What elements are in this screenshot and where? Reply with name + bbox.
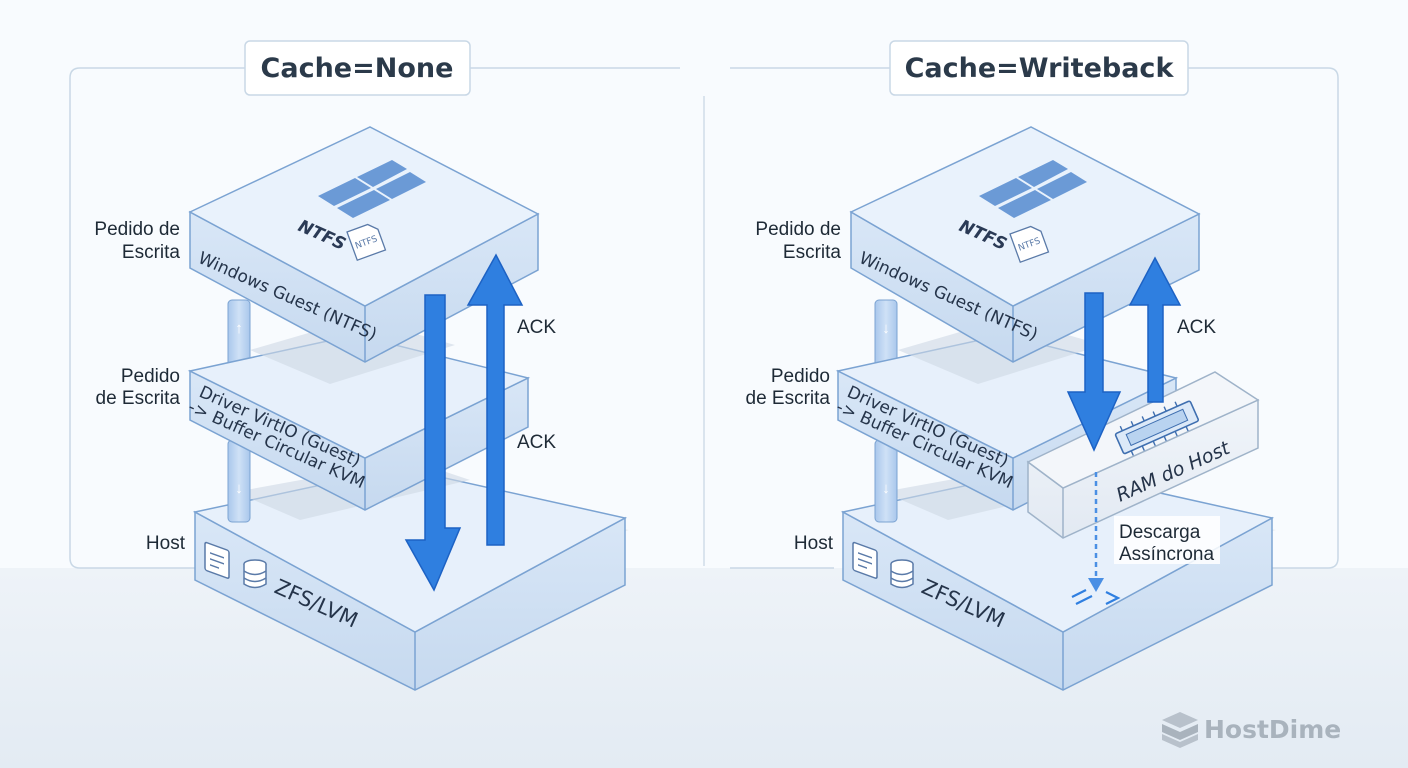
async-label-bg xyxy=(1114,516,1220,564)
ack-up-arrow xyxy=(466,253,524,546)
pillar-lower-arrow: ↓ xyxy=(235,480,243,497)
ram-chip-icon xyxy=(1114,400,1200,456)
panel-title: Cache=Writeback xyxy=(905,53,1175,84)
host-label: Host xyxy=(146,533,186,554)
async-flush-arrow xyxy=(1071,472,1121,605)
panel-title-box xyxy=(244,40,471,96)
panel-frame xyxy=(69,67,680,569)
ntfs-file-icon: NTFS xyxy=(1009,225,1050,264)
write-down-arrow xyxy=(404,294,462,592)
hostdime-logo: HostDime xyxy=(1162,712,1341,748)
panel-frame xyxy=(730,67,1339,569)
ack-label: ACK xyxy=(1177,317,1216,338)
write-down-arrow xyxy=(1066,292,1122,452)
windows-logo-icon xyxy=(979,160,1087,218)
file-icon xyxy=(852,541,878,579)
ntfs-file-icon: NTFS xyxy=(346,223,387,262)
host-label: Host xyxy=(794,533,834,554)
pillar-upper-arrow: ↑ xyxy=(235,320,243,337)
guest-slab: NTFS NTFS Windows Guest (NTFS) xyxy=(849,126,1201,363)
database-icon xyxy=(890,559,914,589)
ack-up-arrow xyxy=(1128,256,1182,403)
database-icon xyxy=(243,559,267,589)
guest-slab: NTFS NTFS Windows Guest (NTFS) xyxy=(188,126,540,363)
ack-label-mid: ACK xyxy=(517,432,556,453)
windows-logo-icon xyxy=(318,160,426,218)
pillar-upper-arrow: ↓ xyxy=(882,320,890,337)
hostdime-cube-icon xyxy=(1162,712,1198,748)
host-ram-box: RAM do Host xyxy=(1026,371,1260,539)
ack-label-top: ACK xyxy=(517,317,556,338)
pillar-lower-arrow: ↓ xyxy=(882,480,890,497)
panel-title-box xyxy=(889,40,1189,96)
panel-title: Cache=None xyxy=(261,53,454,84)
file-icon xyxy=(204,541,230,579)
brand-name: HostDime xyxy=(1204,715,1341,744)
